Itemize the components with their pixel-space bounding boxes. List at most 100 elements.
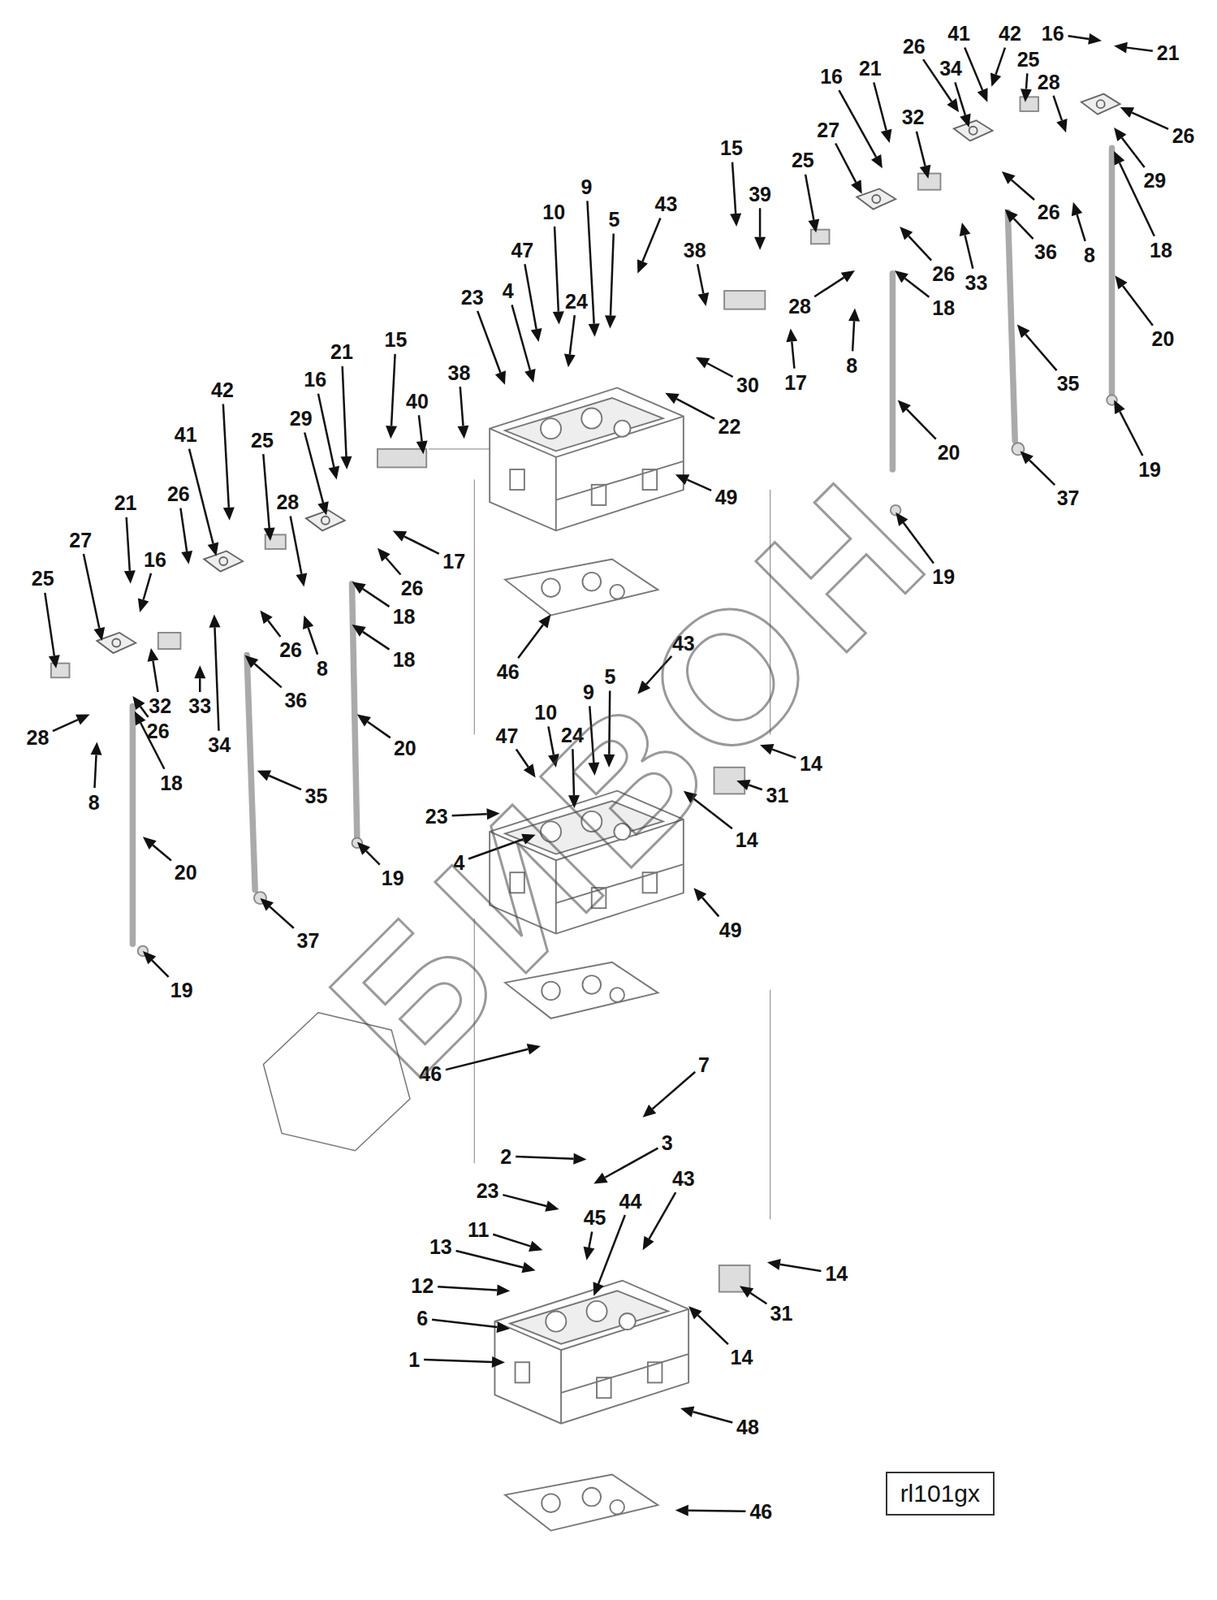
leader-line [835, 142, 856, 182]
callout-number: 19 [1138, 458, 1161, 480]
callout-number: 35 [305, 785, 328, 807]
leader-line [1131, 112, 1169, 130]
leader-line [52, 719, 78, 731]
arrowhead [990, 72, 1002, 87]
callout-number: 9 [581, 176, 593, 197]
arrowhead [524, 368, 536, 383]
leader-line [437, 1286, 497, 1290]
callout-number: 18 [1149, 239, 1173, 260]
arrowhead [194, 664, 206, 678]
arrowhead [544, 1199, 559, 1212]
callout-number: 14 [799, 752, 823, 773]
leader-line [698, 1314, 729, 1344]
callout-number: 14 [730, 1346, 754, 1368]
arrowhead [142, 950, 156, 964]
leader-line [649, 1191, 677, 1239]
callout-number: 27 [816, 119, 840, 140]
callout-number: 43 [672, 1168, 695, 1189]
arrowhead [959, 222, 972, 237]
callout-number: 12 [410, 1275, 434, 1296]
arrowhead [317, 500, 329, 515]
leader-line [515, 1156, 574, 1159]
arrowhead [1001, 171, 1016, 185]
arrowhead [538, 613, 551, 628]
arrowhead [697, 292, 709, 307]
callout-number: 16 [1041, 23, 1065, 44]
arrowhead [675, 1504, 689, 1516]
callout-number: 26 [902, 35, 926, 57]
callout-number: 26 [167, 483, 190, 505]
callout-number: 14 [824, 1263, 848, 1284]
leader-line [610, 233, 614, 316]
leader-line [502, 1194, 547, 1206]
callout-number: 46 [496, 660, 520, 682]
callout-number: 3 [661, 1132, 674, 1153]
callout-number: 18 [392, 605, 416, 626]
arrowhead [1019, 450, 1033, 464]
leader-line [750, 1292, 767, 1304]
arrowhead [124, 569, 136, 583]
arrowhead [841, 270, 855, 283]
callout-number: 10 [542, 202, 566, 223]
callout-number: 42 [211, 379, 234, 400]
arrowhead [296, 572, 308, 587]
arrowhead [695, 357, 710, 369]
arrowhead [1087, 33, 1102, 45]
callout-number: 31 [770, 1303, 794, 1324]
callout-number: 18 [159, 772, 183, 793]
arrowhead [491, 1355, 505, 1368]
arrowhead [245, 655, 259, 669]
callout-number: 21 [858, 58, 882, 79]
callout-number: 36 [1034, 241, 1058, 263]
callout-number: 15 [384, 329, 408, 350]
callout-number: 21 [1156, 43, 1180, 64]
callout-number: 44 [619, 1190, 643, 1211]
callout-number: 26 [279, 639, 303, 661]
arrowhead [664, 392, 679, 405]
leader-line [838, 90, 877, 157]
arrowhead [257, 770, 272, 782]
leader-line [308, 627, 318, 655]
leader-line [964, 47, 983, 91]
leader-line [873, 82, 886, 131]
arrowhead [1017, 324, 1031, 339]
callout-number: 41 [174, 424, 198, 445]
arrowhead [1113, 42, 1128, 54]
arrowhead [604, 315, 617, 328]
callout-number: 25 [250, 429, 274, 450]
callout-number: 24 [565, 290, 588, 311]
callout-number: 28 [276, 491, 299, 513]
arrowhead [496, 1320, 511, 1333]
callout-number: 41 [947, 23, 971, 44]
arrowhead [1113, 151, 1125, 165]
arrowhead [48, 654, 61, 669]
leader-line [269, 906, 294, 928]
arrowhead [392, 530, 407, 541]
callout-number: 19 [170, 979, 194, 1000]
leader-line [588, 1230, 592, 1248]
arrowhead [850, 179, 863, 194]
arrowhead [573, 1152, 587, 1165]
leader-line [814, 277, 844, 298]
callout-number: 49 [715, 486, 738, 507]
arrowhead [147, 647, 160, 662]
arrowhead [785, 328, 798, 343]
callout-number: 7 [698, 1053, 710, 1075]
callout-number: 18 [932, 297, 955, 319]
callout-number: 20 [393, 737, 417, 759]
callout-number: 6 [416, 1307, 428, 1329]
arrowhead [327, 465, 340, 480]
callout-number: 5 [608, 209, 620, 230]
arrowhead [643, 1235, 655, 1250]
arrowhead [680, 1405, 695, 1417]
arrowhead [351, 624, 366, 637]
callout-number: 47 [496, 725, 519, 746]
figure-id: rl101gx [900, 1479, 980, 1507]
leader-line [456, 1250, 524, 1267]
leader-line [512, 304, 531, 370]
callout-number: 4 [502, 280, 514, 302]
arrowhead [377, 548, 391, 562]
callout-number: 37 [1057, 487, 1080, 509]
callout-number: 16 [143, 548, 167, 570]
leader-line [268, 775, 302, 790]
